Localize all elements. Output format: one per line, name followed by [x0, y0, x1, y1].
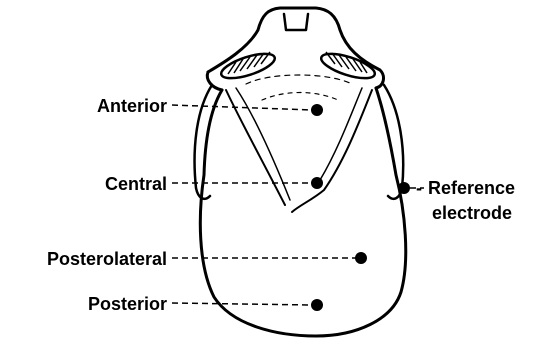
- eye-socket-left: [219, 49, 278, 83]
- label-reference-dash: -: [416, 178, 422, 198]
- eye-socket-right: [319, 49, 378, 83]
- electrode-central-dot: [311, 177, 323, 189]
- leader-lines: [172, 105, 424, 305]
- label-anterior: Anterior: [97, 96, 167, 116]
- electrode-anterior-dot: [311, 104, 323, 116]
- label-posterolateral: Posterolateral: [47, 249, 167, 269]
- electrode-posterolateral-dot: [355, 252, 367, 264]
- electrode-reference-dot: [398, 182, 410, 194]
- electrode-posterior-dot: [311, 299, 323, 311]
- label-central: Central: [105, 174, 167, 194]
- label-reference-line2: electrode: [432, 203, 512, 223]
- electrodes: [311, 104, 410, 311]
- leader-anterior: [172, 105, 312, 110]
- label-posterior: Posterior: [88, 294, 167, 314]
- skull-outline: [195, 8, 406, 336]
- leader-posterior: [172, 303, 312, 305]
- label-reference-line1: Reference: [428, 178, 515, 198]
